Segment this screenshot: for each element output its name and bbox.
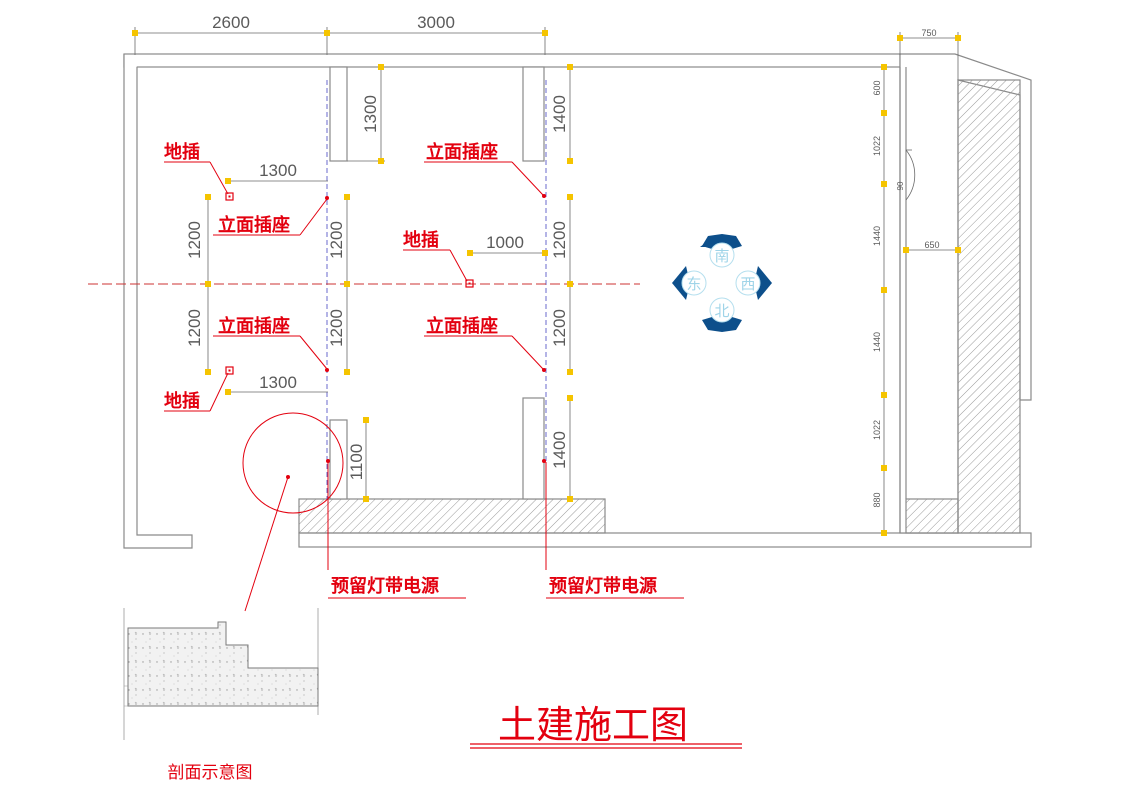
drawing-title-block: 土建施工图 [470, 703, 742, 749]
dim-door-angle: 90 [896, 181, 905, 190]
partition-b-bottom [522, 397, 545, 500]
wall-socket-marker [325, 368, 329, 372]
dim-right-1022a: 1022 [872, 136, 882, 156]
light-power-marker [542, 459, 546, 463]
label-wall-socket-3: 立面插座 [426, 141, 498, 163]
dim-top-mid: 3000 [417, 13, 455, 32]
dim-left-lower-h: 1300 [259, 373, 297, 392]
dim-top-right: 750 [921, 28, 936, 38]
section-detail: 剖面示意图 [123, 608, 319, 783]
dim-wall-a-lower: 1200 [327, 309, 346, 347]
wall-socket-marker [325, 196, 329, 200]
dim-right-880: 880 [872, 492, 882, 507]
left-wall [123, 54, 193, 549]
label-floor-socket-3: 地插 [403, 229, 439, 251]
dim-wall-a-top: 1300 [361, 95, 380, 133]
top-wall [123, 53, 901, 68]
dim-left-v-upper: 1200 [185, 221, 204, 259]
section-caption: 剖面示意图 [168, 763, 253, 783]
dim-wall-b-top: 1400 [550, 95, 569, 133]
dim-right-1022b: 1022 [872, 420, 882, 440]
compass-east: 东 [686, 275, 701, 293]
dim-top-left: 2600 [212, 13, 250, 32]
dim-wall-b-bottom: 1400 [550, 431, 569, 469]
partition-a-top [329, 66, 348, 162]
label-wall-socket-4: 立面插座 [426, 315, 498, 337]
label-light-power-1: 预留灯带电源 [331, 575, 439, 597]
annotation-labels: 地插 地插 地插 立面插座 立面插座 立面插座 立面插座 预留灯带电源 预留灯带… [164, 141, 657, 597]
dim-center-h: 1000 [486, 233, 524, 252]
compass-icon: 南 东 西 北 [672, 234, 772, 332]
dimension-texts: 2600 3000 750 1300 1300 1000 1200 1200 1… [185, 13, 940, 508]
label-wall-socket-2: 立面插座 [218, 315, 290, 337]
light-power-marker [326, 459, 330, 463]
leader-lines [164, 161, 684, 612]
label-floor-socket-1: 地插 [164, 141, 200, 163]
bottom-wall [298, 532, 1032, 548]
socket-lines [326, 80, 547, 500]
compass-west: 西 [740, 275, 755, 293]
floor-socket-marker [225, 366, 234, 375]
dim-right-1440b: 1440 [872, 332, 882, 352]
compass-south: 南 [714, 247, 729, 265]
dim-right-600: 600 [872, 80, 882, 95]
dim-wall-b-lower: 1200 [550, 309, 569, 347]
platform [298, 498, 606, 534]
floor-socket-marker [465, 279, 474, 288]
label-floor-socket-2: 地插 [164, 390, 200, 412]
dim-right-1440a: 1440 [872, 226, 882, 246]
dim-left-upper-h: 1300 [259, 161, 297, 180]
drawing-title: 土建施工图 [498, 703, 688, 747]
dim-wall-a-bottom: 1100 [347, 444, 366, 481]
right-hatch-wall [957, 79, 1021, 534]
compass-north: 北 [714, 302, 729, 320]
walls [123, 53, 1032, 549]
dim-wall-b-upper: 1200 [550, 221, 569, 259]
dim-wall-a-upper: 1200 [327, 221, 346, 259]
partition-b-top [522, 66, 545, 162]
dim-left-v-lower: 1200 [185, 309, 204, 347]
floor-socket-marker [225, 192, 234, 201]
dim-right-650: 650 [924, 240, 939, 250]
partition-a-bottom [329, 419, 348, 500]
label-wall-socket-1: 立面插座 [218, 214, 290, 236]
label-light-power-2: 预留灯带电源 [549, 575, 657, 597]
tick-marks [132, 30, 961, 536]
